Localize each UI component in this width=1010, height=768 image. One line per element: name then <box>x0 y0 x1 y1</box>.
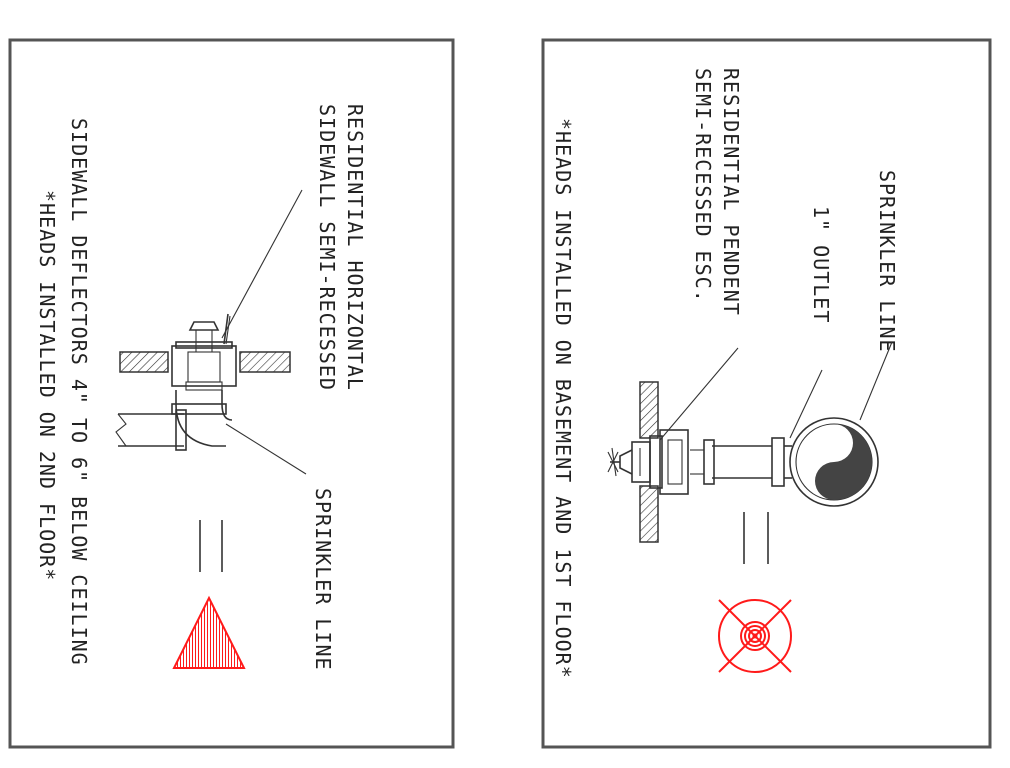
label-floor-note: *HEADS INSTALLED ON 2ND FLOOR* <box>35 190 59 581</box>
sidewall-sprinkler-head <box>171 313 237 391</box>
label-floor-note: *HEADS INSTALLED ON BASEMENT AND 1ST FLO… <box>551 118 575 679</box>
leader-head <box>221 189 303 339</box>
label-outlet: 1" OUTLET <box>809 206 833 323</box>
label-head-line2: SIDEWALL SEMI-RECESSED <box>315 104 339 391</box>
leader-outlet <box>789 369 823 439</box>
red-triangle-icon <box>172 595 246 669</box>
panel-right-frame <box>541 38 992 749</box>
label-head-line2: SEMI-RECESSED ESC. <box>691 68 715 303</box>
sprinkler-line-section <box>789 417 879 507</box>
ceiling-slab-right <box>639 381 659 543</box>
leader-sprinkler-line <box>225 423 307 475</box>
panel-left-sidewall: RESIDENTIAL HORIZONTAL SIDEWALL SEMI-REC… <box>8 38 455 749</box>
panel-right-pendent: SPRINKLER LINE 1" OUTLET RESIDENTIAL PEN… <box>541 38 992 749</box>
label-deflectors: SIDEWALL DEFLECTORS 4" TO 6" BELOW CEILI… <box>67 118 91 666</box>
label-head-line1: RESIDENTIAL PENDENT <box>719 68 743 316</box>
sidewall-elbow-pipe <box>115 390 233 451</box>
label-head-line1: RESIDENTIAL HORIZONTAL <box>343 104 367 391</box>
panel-left-frame <box>8 38 455 749</box>
label-sprinkler-line: SPRINKLER LINE <box>875 170 899 353</box>
leader-head <box>659 347 739 441</box>
red-crosshair-circle-icon <box>718 599 792 673</box>
ceiling-slab <box>119 351 291 373</box>
label-sprinkler-line: SPRINKLER LINE <box>311 488 335 671</box>
equals-mark-right <box>743 512 769 564</box>
leader-sprinkler-line <box>859 341 893 421</box>
equals-mark-left <box>199 520 223 572</box>
outlet-nipple <box>690 437 792 487</box>
pendent-sprinkler-head <box>607 429 689 495</box>
